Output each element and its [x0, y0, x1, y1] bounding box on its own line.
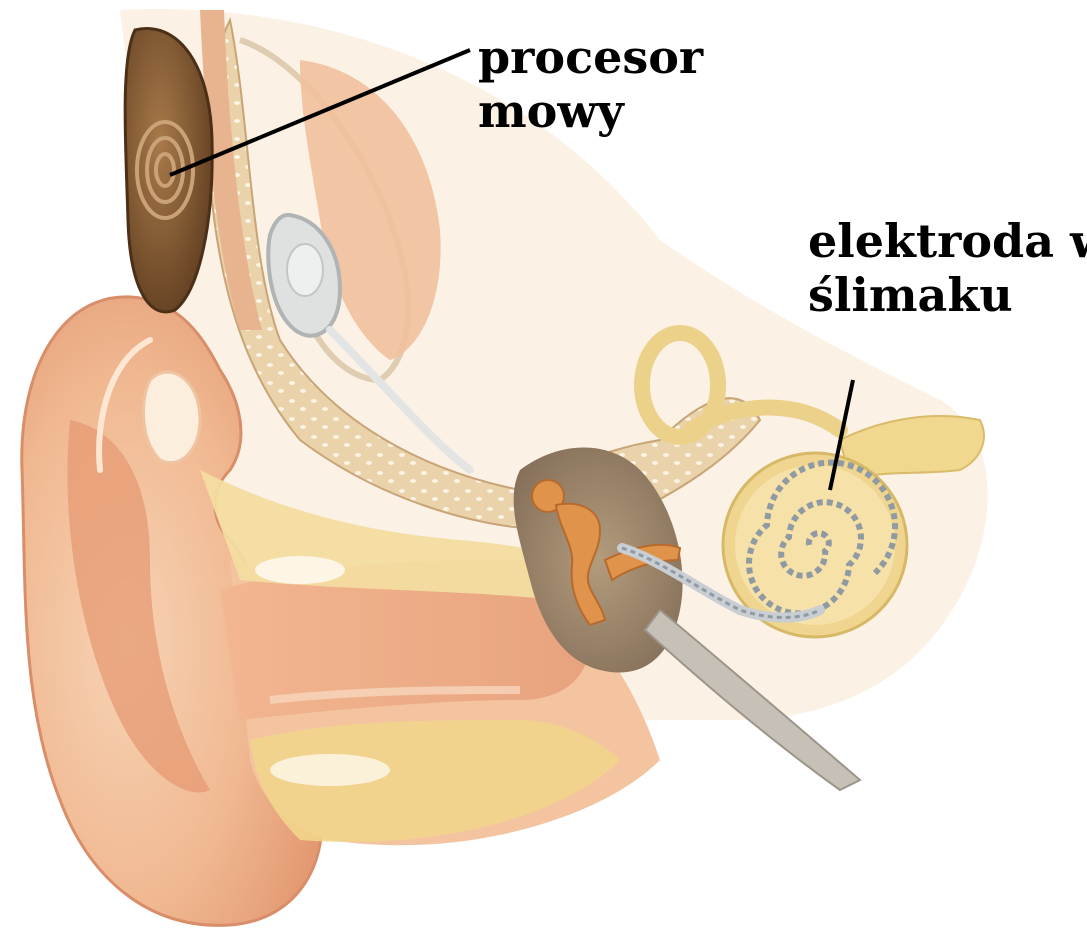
cartilage-void [270, 754, 390, 786]
cochlea-electrode-label-line1: elektroda w [808, 214, 1087, 268]
receiver-magnet [287, 244, 323, 296]
speech-processor-label-line2: mowy [478, 84, 703, 138]
speech-processor-label-line1: procesor [478, 30, 703, 84]
cochlea-electrode-label: elektroda w ślimaku [808, 214, 1087, 322]
auricle-cartilage [143, 372, 200, 462]
cartilage-void [255, 556, 345, 584]
cochlea-inner [735, 465, 895, 625]
speech-processor-label: procesor mowy [478, 30, 703, 138]
cochlea-electrode-label-line2: ślimaku [808, 268, 1087, 322]
